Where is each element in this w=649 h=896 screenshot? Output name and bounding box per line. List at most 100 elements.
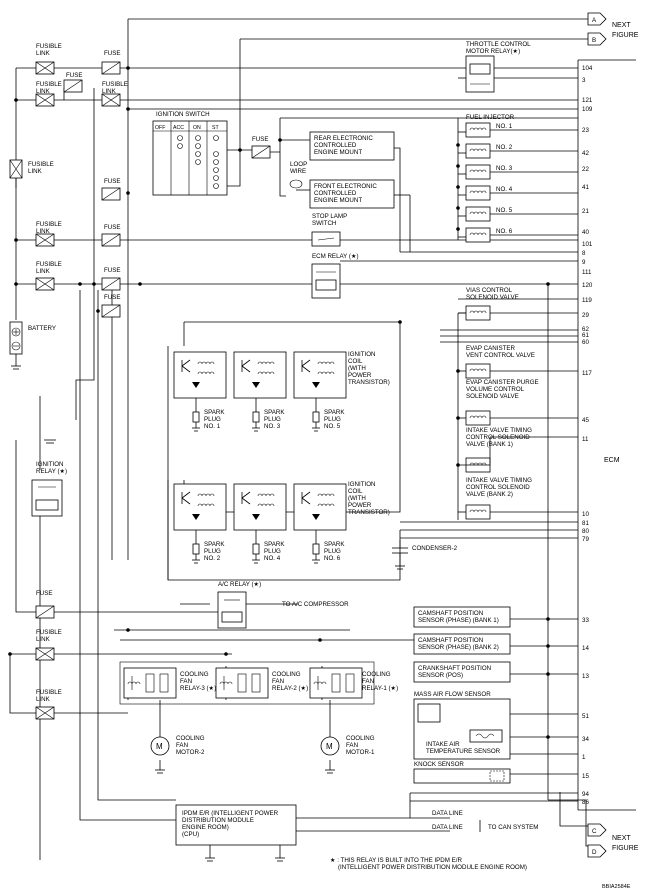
ecm-pin-34: 34 bbox=[582, 736, 589, 743]
injector-6: NO. 6 bbox=[458, 227, 578, 243]
coil-group bbox=[173, 351, 347, 564]
ign-header-off: OFF bbox=[155, 125, 165, 131]
cooling-fan-relay-1 bbox=[309, 667, 363, 699]
next-figure-bottom: C D NEXT FIGURE bbox=[587, 823, 639, 858]
main-wires bbox=[9, 18, 588, 860]
ecm-pin-13: 13 bbox=[582, 673, 589, 680]
ignition-coil-1 bbox=[173, 351, 227, 432]
fuse-label-1: FUSE bbox=[104, 50, 121, 57]
ecm-pin-60: 60 bbox=[582, 339, 589, 346]
ecm-pin-51: 51 bbox=[582, 713, 589, 720]
fuse-label-5: FUSE bbox=[104, 267, 121, 274]
ecm-pin-109: 109 bbox=[582, 106, 593, 113]
fuse-label-ign: FUSE bbox=[252, 136, 269, 143]
battery: BATTERY bbox=[9, 321, 56, 370]
ecm-pin-40: 40 bbox=[582, 229, 589, 236]
fuel-injector-title: FUEL INJECTOR bbox=[466, 114, 515, 121]
next-figure-top: A B NEXT FIGURE bbox=[587, 12, 639, 46]
fan-relay-group bbox=[123, 667, 363, 699]
knock-label: KNOCK SENSOR bbox=[414, 761, 464, 768]
connector-c: C bbox=[592, 828, 597, 835]
ecm-pin-labels: 1043121109234222412140101891111201192962… bbox=[582, 65, 593, 806]
ignition-coil-3 bbox=[233, 351, 287, 432]
fuse-label-7: FUSE bbox=[36, 590, 53, 597]
condenser-2: CONDENSER-2 bbox=[392, 540, 458, 570]
ecm-pin-1: 1 bbox=[582, 754, 586, 761]
fuse-label-2: FUSE bbox=[66, 72, 83, 79]
ecm-pin-117: 117 bbox=[582, 370, 592, 377]
injector-5: NO. 5 bbox=[458, 206, 578, 222]
motor-2-symbol: M bbox=[156, 742, 163, 751]
ecm-pin-81: 81 bbox=[582, 520, 589, 527]
ecm-pin-14: 14 bbox=[582, 645, 589, 652]
solenoid-coil-5 bbox=[469, 509, 487, 513]
can-system-label: TO CAN SYSTEM bbox=[488, 824, 538, 831]
condenser-label: CONDENSER-2 bbox=[412, 545, 458, 552]
data-line-2: DATA LINE bbox=[432, 824, 463, 831]
ign-header-st: ST bbox=[212, 125, 219, 131]
injector-label-6: NO. 6 bbox=[496, 228, 513, 235]
fuse-label-6: FUSE bbox=[104, 294, 121, 301]
injector-label-1: NO. 1 bbox=[496, 123, 513, 130]
ecm-pin-111: 111 bbox=[582, 269, 592, 276]
ac-relay: A/C RELAY (★) TO A/C COMPRESSOR bbox=[217, 581, 349, 629]
ecm-pin-62: 62 bbox=[582, 326, 589, 333]
ecm-pin-119: 119 bbox=[582, 297, 592, 304]
ecm-pin-8: 8 bbox=[582, 250, 586, 257]
cooling-fan-relay-3 bbox=[123, 667, 177, 699]
ecm-pin-94: 94 bbox=[582, 791, 589, 798]
ecm-pin-80: 80 bbox=[582, 528, 589, 535]
ecm-pin-3: 3 bbox=[582, 77, 586, 84]
ecm-pin-42: 42 bbox=[582, 150, 589, 157]
ecm-pin-29: 29 bbox=[582, 312, 589, 319]
injector-label-5: NO. 5 bbox=[496, 207, 513, 214]
junction-dots bbox=[8, 66, 550, 739]
ecm-pin-120: 120 bbox=[582, 282, 593, 289]
next-label-bottom: NEXT bbox=[612, 835, 631, 842]
ecm-pin-15: 15 bbox=[582, 773, 589, 780]
injector-2: NO. 2 bbox=[458, 143, 578, 159]
injector-3: NO. 3 bbox=[458, 164, 578, 180]
footnote: ★ : THIS RELAY IS BUILT INTO THE IPDM E/… bbox=[330, 857, 527, 871]
connector-a: A bbox=[592, 17, 597, 24]
ignition-switch-title: IGNITION SWITCH bbox=[156, 111, 210, 118]
ignition-coil-4 bbox=[233, 483, 287, 564]
connector-b: B bbox=[592, 37, 596, 44]
ecm-pin-61: 61 bbox=[582, 332, 589, 339]
fuse-label-3: FUSE bbox=[104, 178, 121, 185]
ecm-pin-22: 22 bbox=[582, 166, 589, 173]
ecm-pin-23: 23 bbox=[582, 127, 589, 134]
solenoid-coil-1 bbox=[469, 310, 487, 314]
solenoid-coil-2 bbox=[469, 368, 487, 372]
maf-label: MASS AIR FLOW SENSOR bbox=[414, 691, 491, 698]
cooling-fan-relay-2 bbox=[215, 667, 269, 699]
